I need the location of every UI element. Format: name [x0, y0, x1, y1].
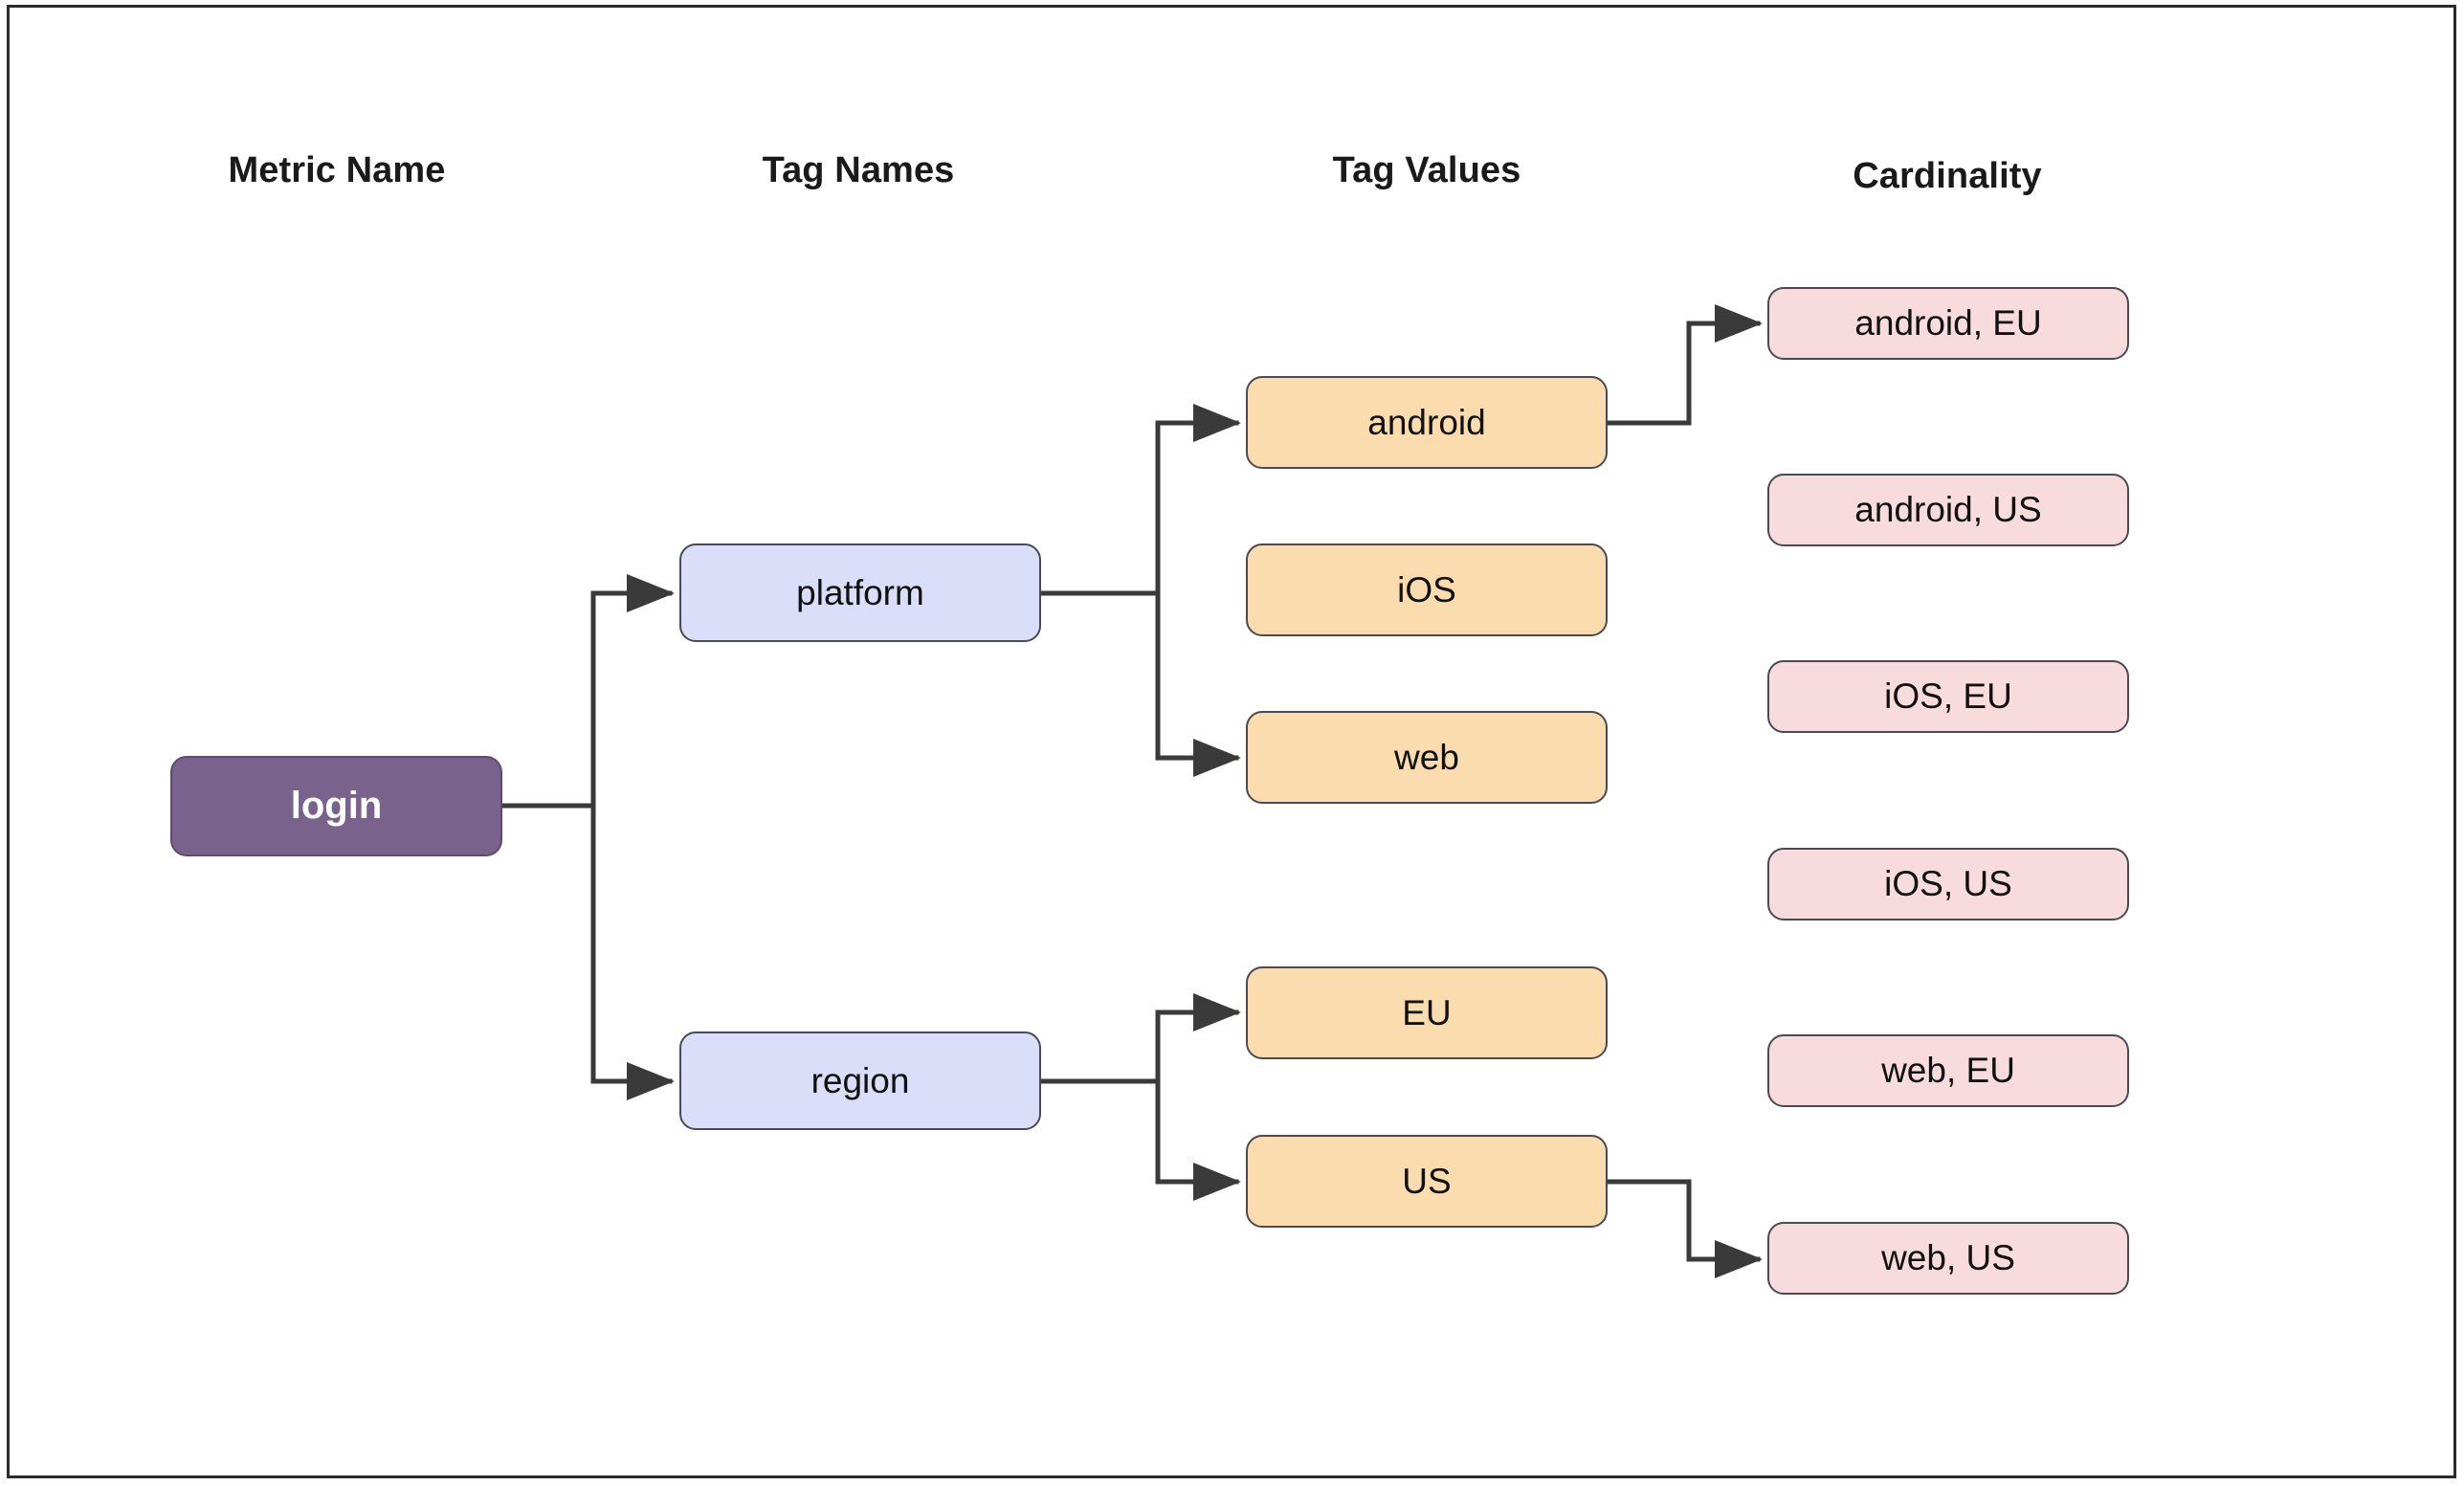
- edge-region-to-us: [1038, 1078, 1241, 1201]
- node-tag-value-android[interactable]: android: [1246, 376, 1608, 469]
- node-metric-login[interactable]: login: [170, 756, 502, 856]
- node-tag-value-eu[interactable]: EU: [1246, 966, 1608, 1059]
- node-tag-value-web[interactable]: web: [1246, 711, 1608, 804]
- node-tag-value-us[interactable]: US: [1246, 1135, 1608, 1228]
- edge-platform-to-web: [1038, 590, 1241, 777]
- node-cardinality-android-us[interactable]: android, US: [1767, 474, 2129, 546]
- edge-platform-to-android: [1038, 404, 1241, 596]
- column-header-tag-values: Tag Values: [1332, 150, 1521, 190]
- node-cardinality-web-us[interactable]: web, US: [1767, 1222, 2129, 1295]
- node-cardinality-web-eu[interactable]: web, EU: [1767, 1034, 2129, 1107]
- node-cardinality-android-eu[interactable]: android, EU: [1767, 287, 2129, 360]
- edge-android-to-android-eu: [1605, 304, 1763, 426]
- node-cardinality-ios-eu[interactable]: iOS, EU: [1767, 660, 2129, 733]
- edge-us-to-web-us: [1605, 1179, 1763, 1278]
- column-header-tag-names: Tag Names: [762, 150, 955, 190]
- node-tag-name-region[interactable]: region: [679, 1031, 1041, 1130]
- edge-login-to-platform: [499, 574, 675, 809]
- edge-region-to-eu: [1038, 993, 1241, 1084]
- node-tag-name-platform[interactable]: platform: [679, 543, 1041, 642]
- node-tag-value-ios[interactable]: iOS: [1246, 543, 1608, 636]
- column-header-metric-name: Metric Name: [228, 150, 446, 190]
- node-cardinality-ios-us[interactable]: iOS, US: [1767, 848, 2129, 920]
- edge-login-to-region: [499, 803, 675, 1100]
- column-header-cardinality: Cardinality: [1853, 156, 2042, 196]
